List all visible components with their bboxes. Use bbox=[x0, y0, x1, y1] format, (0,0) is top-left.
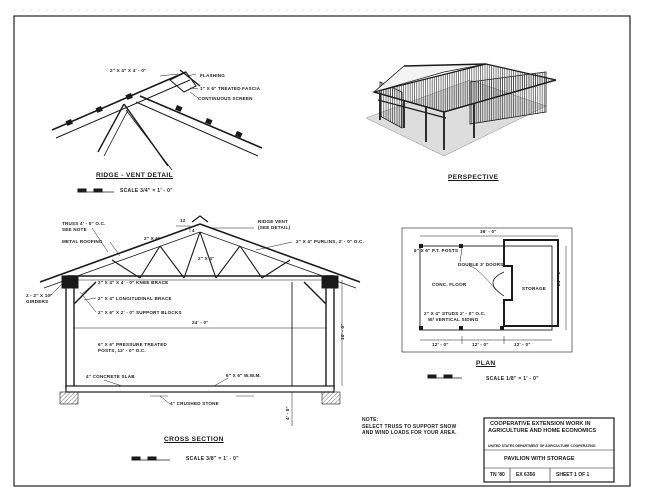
xs-girders: 2 - 2" X 10" bbox=[26, 293, 53, 298]
ridge-vent-scale: SCALE 3/4" = 1' - 0" bbox=[120, 188, 173, 194]
xs-span: 24' - 0" bbox=[192, 320, 209, 325]
xs-height: 10' - 0" bbox=[340, 323, 345, 340]
plan-scale-bar bbox=[427, 374, 462, 379]
xs-footing: 4' - 0" bbox=[285, 406, 290, 420]
ridge-vent-scale-bar bbox=[77, 188, 114, 193]
label-screen: CONTINUOUS SCREEN bbox=[198, 96, 253, 101]
sheet-border bbox=[13, 9, 631, 487]
xs-posts: 6" X 6" PRESSURE TREATED bbox=[98, 342, 168, 347]
cross-section-scale-bar bbox=[131, 456, 170, 461]
xs-member-2x4: 2" X 4" bbox=[198, 256, 215, 261]
plan-title: PLAN bbox=[476, 360, 496, 367]
plan-siding: W/ VERTICAL SIDING bbox=[428, 317, 479, 322]
label-flashing: FLASHING bbox=[200, 73, 226, 78]
xs-see-detail: (SEE DETAIL) bbox=[258, 225, 291, 230]
title-block-drawing-name: PAVILION WITH STORAGE bbox=[504, 456, 575, 462]
xs-ridge-vent: RIDGE VENT bbox=[258, 219, 289, 224]
plan-floor: CONC. FLOOR bbox=[432, 282, 467, 287]
note-heading: NOTE: bbox=[362, 417, 379, 423]
xs-roofing: METAL ROOFING bbox=[62, 239, 103, 244]
xs-posts-2: POSTS, 12' - 0" O.C. bbox=[98, 348, 146, 353]
perspective-title: PERSPECTIVE bbox=[448, 174, 499, 181]
cross-section-title: CROSS SECTION bbox=[164, 436, 224, 443]
xs-wwm: 6" X 6" W.W.M. bbox=[226, 373, 261, 378]
plan-scale: SCALE 1/8" = 1' - 0" bbox=[486, 376, 539, 382]
xs-truss: TRUSS 4' - 0" O.C. bbox=[62, 221, 106, 226]
title-block-sheet: SHEET 1 OF 1 bbox=[556, 472, 590, 478]
floor-plan bbox=[401, 227, 573, 353]
title-block-line-2: AGRICULTURE AND HOME ECONOMICS bbox=[488, 428, 597, 434]
title-block-ex: EX 6356 bbox=[516, 472, 536, 478]
plan-overall-width: 36' - 0" bbox=[480, 229, 497, 234]
title-block-tn: TN '80 bbox=[490, 472, 505, 478]
plan-studs: 2" X 4" STUDS 2' - 0" O.C. bbox=[424, 311, 486, 316]
title-block-line-1: COOPERATIVE EXTENSION WORK IN bbox=[490, 421, 591, 427]
title-block-line-3: UNITED STATES DEPARTMENT OF AGRICULTURE … bbox=[488, 444, 596, 448]
xs-long-brace: 2" X 4" LONGITUDINAL BRACE bbox=[98, 296, 172, 301]
note-line-1: SELECT TRUSS TO SUPPORT SNOW bbox=[362, 424, 457, 430]
xs-member-2x6: 2" X 6" bbox=[144, 236, 161, 241]
plan-dim-1: 12' - 0" bbox=[432, 342, 449, 347]
xs-slab: 4" CONCRETE SLAB bbox=[86, 374, 135, 379]
label-ridge-board: 2" X 4" X 4' - 0" bbox=[110, 68, 147, 73]
xs-pitch: 4 bbox=[192, 228, 195, 233]
label-fascia: 1" X 6" TREATED FASCIA bbox=[200, 86, 261, 91]
plan-doors: DOUBLE 3' DOORS bbox=[458, 262, 504, 267]
ridge-vent-title: RIDGE - VENT DETAIL bbox=[96, 172, 174, 179]
plan-dim-3: 12' - 0" bbox=[514, 342, 531, 347]
ridge-vent-detail bbox=[51, 69, 263, 171]
title-block-frame bbox=[483, 417, 615, 483]
xs-purlins: 2" X 4" PURLINS, 2' - 0" O.C. bbox=[296, 239, 365, 244]
cross-section bbox=[39, 215, 361, 426]
note-line-2: AND WIND LOADS FOR YOUR AREA. bbox=[362, 430, 457, 436]
plan-dim-2: 12' - 0" bbox=[472, 342, 489, 347]
xs-girders-2: GIRDERS bbox=[26, 299, 49, 304]
perspective-view bbox=[365, 63, 557, 157]
xs-ridge-dim: 12 bbox=[180, 218, 186, 223]
xs-support-blocks: 2" X 6" X 2' - 0" SUPPORT BLOCKS bbox=[98, 310, 182, 315]
plan-depth: 24' - 0" bbox=[556, 269, 561, 286]
plan-posts: 6" X 6" P.T. POSTS bbox=[414, 248, 459, 253]
xs-stone: 4" CRUSHED STONE bbox=[170, 401, 219, 406]
xs-knee-brace: 2" X 4" X 4' - 0" KNEE BRACE bbox=[98, 280, 169, 285]
cross-section-scale: SCALE 3/8" = 1' - 0" bbox=[186, 456, 239, 462]
xs-see-note: SEE NOTE bbox=[62, 227, 87, 232]
plan-storage: STORAGE bbox=[522, 286, 547, 291]
